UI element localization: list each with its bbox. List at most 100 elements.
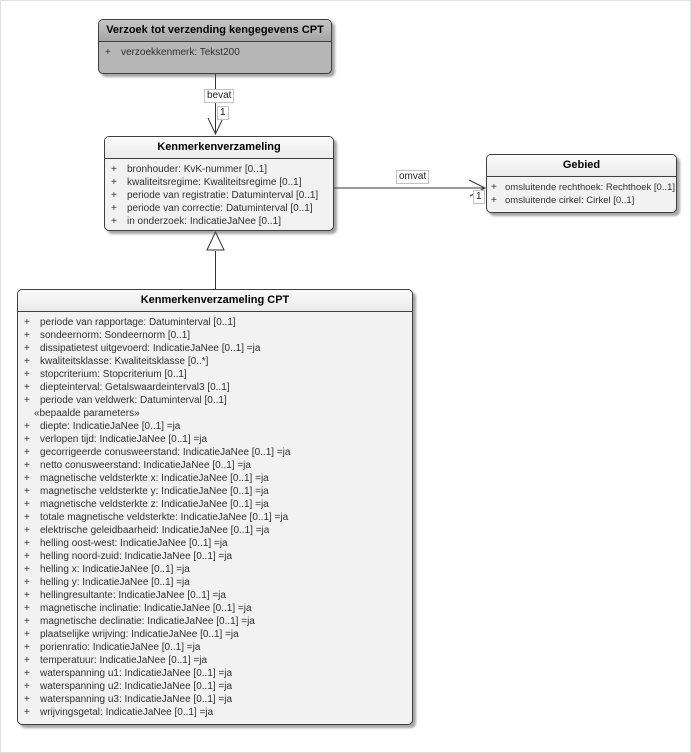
attribute-row: + stopcriterium: Stopcriterium [0..1] [24, 368, 408, 381]
multiplicity-omvat-target: 1 [473, 190, 485, 204]
visibility-public-icon: + [24, 499, 30, 510]
attribute-text: dissipatietest uitgevoerd: IndicatieJaNe… [40, 343, 261, 354]
attribute-row: + bronhouder: KvK-nummer [0..1] [111, 163, 329, 176]
generalization-triangle-icon [206, 230, 225, 251]
attribute-text: in onderzoek: IndicatieJaNee [0..1] [127, 216, 281, 227]
class-title: Verzoek tot verzending kengegevens CPT [99, 20, 331, 42]
stereotype-heading: «bepaalde parameters» [34, 408, 140, 419]
attribute-text: magnetische declinatie: IndicatieJaNee [… [40, 616, 255, 627]
attribute-text: waterspanning u2: IndicatieJaNee [0..1] … [40, 681, 233, 692]
attribute-row: + diepte: IndicatieJaNee [0..1] =ja [24, 420, 408, 433]
attribute-text: kwaliteitsklasse: Kwaliteitsklasse [0..*… [40, 356, 209, 367]
attribute-text: diepteinterval: Getalswaardeinterval3 [0… [40, 382, 230, 393]
attribute-row: + sondeernorm: Sondeernorm [0..1] [24, 329, 408, 342]
attribute-row: + porienratio: IndicatieJaNee [0..1] =ja [24, 641, 408, 654]
attribute-compartment: + omsluitende rechthoek: Rechthoek [0..1… [487, 177, 676, 209]
attribute-text: periode van registratie: Datuminterval [… [127, 190, 319, 201]
attribute-text: magnetische veldsterkte y: IndicatieJaNe… [40, 486, 269, 497]
visibility-public-icon: + [24, 512, 30, 523]
visibility-public-icon: + [24, 603, 30, 614]
visibility-public-icon: + [111, 177, 117, 188]
attribute-row: + wrijvingsgetal: IndicatieJaNee [0..1] … [24, 706, 408, 719]
attribute-text: helling x: IndicatieJaNee [0..1] =ja [40, 564, 190, 575]
attribute-text: magnetische veldsterkte x: IndicatieJaNe… [40, 473, 269, 484]
attribute-row: + temperatuur: IndicatieJaNee [0..1] =ja [24, 654, 408, 667]
visibility-public-icon: + [111, 190, 117, 201]
visibility-public-icon: + [24, 447, 30, 458]
multiplicity-bevat-target: 1 [217, 106, 229, 120]
attribute-compartment: + periode van rapportage: Datuminterval … [18, 312, 412, 721]
attribute-text: waterspanning u1: IndicatieJaNee [0..1] … [40, 668, 233, 679]
visibility-public-icon: + [111, 203, 117, 214]
visibility-public-icon: + [24, 395, 30, 406]
attribute-row: + waterspanning u1: IndicatieJaNee [0..1… [24, 667, 408, 680]
class-kenmerkenverzameling-cpt[interactable]: Kenmerkenverzameling CPT + periode van r… [17, 289, 413, 725]
attribute-row: + kwaliteitsklasse: Kwaliteitsklasse [0.… [24, 355, 408, 368]
attribute-row: + waterspanning u3: IndicatieJaNee [0..1… [24, 693, 408, 706]
attribute-text: plaatselijke wrijving: IndicatieJaNee [0… [40, 629, 239, 640]
visibility-public-icon: + [111, 216, 117, 227]
attribute-text: temperatuur: IndicatieJaNee [0..1] =ja [40, 655, 208, 666]
attribute-row: + periode van registratie: Datuminterval… [111, 189, 329, 202]
visibility-public-icon: + [24, 356, 30, 367]
visibility-public-icon: + [111, 164, 117, 175]
attribute-text: periode van veldwerk: Datuminterval [0..… [40, 395, 227, 406]
class-title: Kenmerkenverzameling CPT [18, 290, 412, 312]
visibility-public-icon: + [24, 421, 30, 432]
visibility-public-icon: + [491, 195, 497, 206]
attribute-text: periode van rapportage: Datuminterval [0… [40, 317, 236, 328]
attribute-text: diepte: IndicatieJaNee [0..1] =ja [40, 421, 181, 432]
attribute-text: gecorrigeerde conusweerstand: IndicatieJ… [40, 447, 291, 458]
attribute-row: + helling noord-zuid: IndicatieJaNee [0.… [24, 550, 408, 563]
visibility-public-icon: + [24, 590, 30, 601]
class-kenmerkenverzameling[interactable]: Kenmerkenverzameling + bronhouder: KvK-n… [104, 136, 334, 231]
attribute-group-top: + periode van rapportage: Datuminterval … [24, 316, 408, 407]
attribute-text: magnetische inclinatie: IndicatieJaNee [… [40, 603, 252, 614]
attribute-text: helling noord-zuid: IndicatieJaNee [0..1… [40, 551, 233, 562]
association-label-bevat: bevat [204, 89, 235, 103]
class-verzoek-tot-verzending-kengegevens-cpt[interactable]: Verzoek tot verzending kengegevens CPT +… [98, 19, 332, 74]
visibility-public-icon: + [24, 551, 30, 562]
attribute-text: verzoekkenmerk: Tekst200 [121, 47, 240, 58]
visibility-public-icon: + [491, 182, 497, 193]
attribute-row: + magnetische veldsterkte z: IndicatieJa… [24, 498, 408, 511]
visibility-public-icon: + [24, 486, 30, 497]
attribute-row: + verlopen tijd: IndicatieJaNee [0..1] =… [24, 433, 408, 446]
visibility-public-icon: + [24, 369, 30, 380]
class-gebied[interactable]: Gebied + omsluitende rechthoek: Rechthoe… [486, 154, 677, 213]
attribute-row: + kwaliteitsregime: Kwaliteitsregime [0.… [111, 176, 329, 189]
association-bevat-open-arrow-icon [207, 117, 224, 136]
attribute-text: porienratio: IndicatieJaNee [0..1] =ja [40, 642, 201, 653]
attribute-row: + hellingresultante: IndicatieJaNee [0..… [24, 589, 408, 602]
attribute-text: sondeernorm: Sondeernorm [0..1] [40, 330, 191, 341]
attribute-text: periode van correctie: Datuminterval [0.… [127, 203, 313, 214]
visibility-public-icon: + [24, 642, 30, 653]
attribute-text: kwaliteitsregime: Kwaliteitsregime [0..1… [127, 177, 302, 188]
visibility-public-icon: + [24, 382, 30, 393]
attribute-row: + periode van veldwerk: Datuminterval [0… [24, 394, 408, 407]
attribute-compartment: + verzoekkenmerk: Tekst200 [99, 42, 331, 61]
attribute-row: + magnetische inclinatie: IndicatieJaNee… [24, 602, 408, 615]
attribute-row: + omsluitende rechthoek: Rechthoek [0..1… [491, 181, 676, 194]
attribute-row: + magnetische veldsterkte y: IndicatieJa… [24, 485, 408, 498]
visibility-public-icon: + [24, 655, 30, 666]
attribute-text: magnetische veldsterkte z: IndicatieJaNe… [40, 499, 269, 510]
visibility-public-icon: + [24, 434, 30, 445]
attribute-text: omsluitende cirkel: Cirkel [0..1] [505, 195, 635, 206]
attribute-text: omsluitende rechthoek: Rechthoek [0..1] [505, 182, 676, 193]
visibility-public-icon: + [24, 525, 30, 536]
visibility-public-icon: + [24, 460, 30, 471]
attribute-text: wrijvingsgetal: IndicatieJaNee [0..1] =j… [40, 707, 214, 718]
visibility-public-icon: + [24, 694, 30, 705]
attribute-row: + plaatselijke wrijving: IndicatieJaNee … [24, 628, 408, 641]
attribute-text: verlopen tijd: IndicatieJaNee [0..1] =ja [40, 434, 208, 445]
visibility-public-icon: + [24, 564, 30, 575]
visibility-public-icon: + [24, 343, 30, 354]
attribute-row: + magnetische veldsterkte x: IndicatieJa… [24, 472, 408, 485]
visibility-public-icon: + [24, 473, 30, 484]
attribute-text: elektrische geleidbaarheid: IndicatieJaN… [40, 525, 270, 536]
attribute-row: + periode van correctie: Datuminterval [… [111, 202, 329, 215]
visibility-public-icon: + [24, 577, 30, 588]
attribute-row: + dissipatietest uitgevoerd: IndicatieJa… [24, 342, 408, 355]
